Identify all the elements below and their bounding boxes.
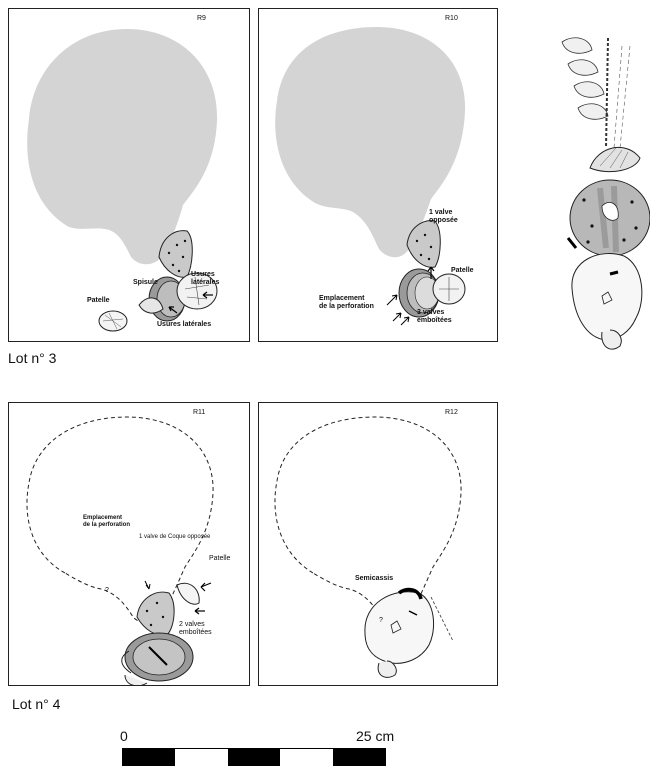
panel-r12: R12 Semicassis ? [258,402,498,686]
scale-end-label: 25 cm [356,728,394,744]
panel-r11: R11 Emplacement de la perforation 1 valv… [8,402,250,686]
scale-segment-white [175,749,227,766]
label-spisule: Spisule [133,279,158,287]
label-usures-laterales-top: Usures latérales [191,271,219,287]
panel-r11-id: R11 [193,409,205,416]
panel-r9: R9 Usures latérales Spisule Patelle Usur… [8,8,250,342]
scale-segment-black [228,749,280,766]
label-question-r12: ? [379,617,383,625]
label-valves-emboitees-r10: 3 valves emboîtées [417,309,452,325]
label-semicassis: Semicassis [355,575,393,583]
scale-segment-white [280,749,332,766]
shell-assemblage-reconstruction [540,28,650,358]
panel-r12-id: R12 [445,409,458,416]
skull-outline-r11-drawing [9,403,249,685]
skull-outline-r12-drawing [259,403,497,685]
scale-segment-black [123,749,175,766]
scale-start-label: 0 [120,728,128,744]
scale-segment-black [333,749,385,766]
label-patelle-r9: Patelle [87,297,110,305]
label-valve-opposee: 1 valve opposée [429,209,458,225]
label-usures-laterales-bottom: Usures latérales [157,321,211,329]
panel-r10-id: R10 [445,15,458,22]
skull-r9-drawing [9,9,249,341]
panel-r9-id: R9 [197,15,206,22]
scale-bar [122,748,386,766]
label-patelle-r10: Patelle [451,267,474,275]
label-emplacement-perforation-r11: Emplacement de la perforation [83,515,130,529]
panel-r10: R10 1 valve opposée Patelle Emplacement … [258,8,498,342]
label-valves-emboitees-r11: 2 valves emboîtées [179,621,212,637]
skull-r10-drawing [259,9,497,341]
label-question-r11: ? [105,587,109,595]
label-patelle-r11: Patelle [209,555,230,563]
lot-3-label: Lot n° 3 [8,350,56,366]
label-emplacement-perforation-r10: Emplacement de la perforation [319,295,374,311]
lot-4-label: Lot n° 4 [12,696,60,712]
label-valve-coque-opposee: 1 valve de Coque opposée [139,533,210,541]
